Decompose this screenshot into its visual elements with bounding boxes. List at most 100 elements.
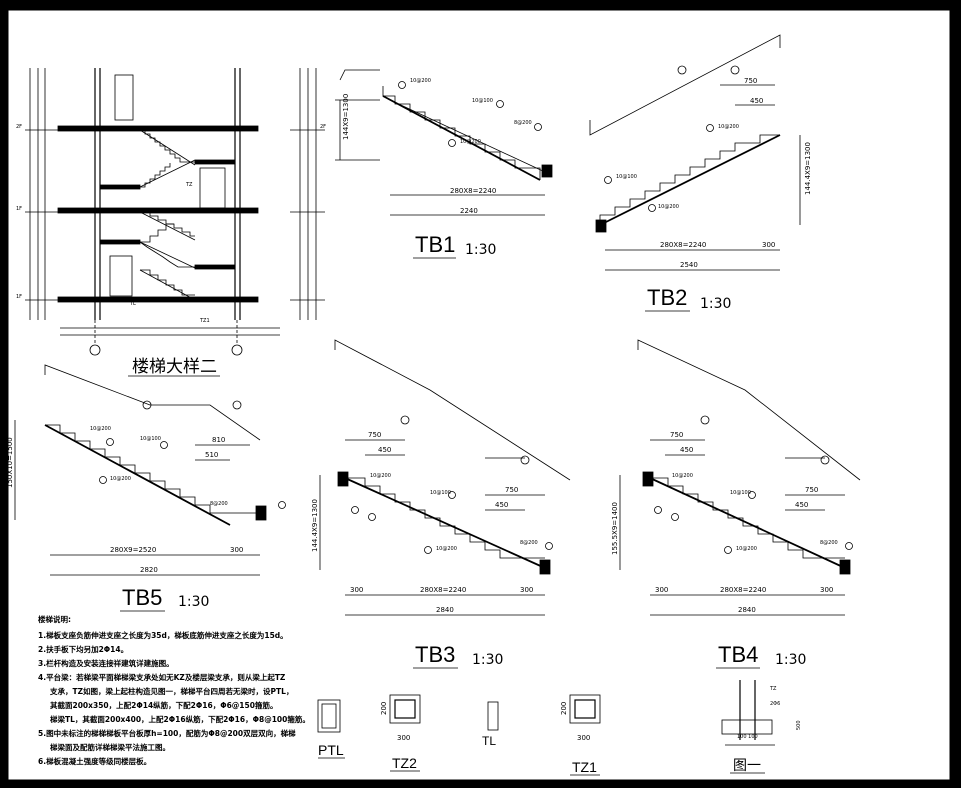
floor-label-1f: 1F xyxy=(16,294,22,300)
tb3-dim-450-b: 450 xyxy=(495,501,508,509)
tb4-dim-750-b: 750 xyxy=(805,486,818,494)
note-6: 6.梯板混凝土强度等级同楼层板。 xyxy=(38,756,151,766)
tb1-height-dim: 144X9=1300 xyxy=(342,94,350,140)
note-4b: 支承，TZ如图，梁上起柱构造见图一，梯梯平台四周若无梁时，设PTL， xyxy=(49,686,293,696)
tb3-rebar-top: 10@200 xyxy=(370,473,391,479)
tb5-dim-510: 510 xyxy=(205,451,218,459)
stair-notes: 楼梯说明: 1.梯板支座负筋伸进支座之长度为35d，梯板底筋伸进支座之长度为15… xyxy=(38,614,310,766)
tb3-run-dim: 280X8=2240 xyxy=(420,586,466,594)
fig1-bar-label: 2Φ6 xyxy=(770,701,780,707)
tb3-detail: 750 450 750 450 144.4X9=1300 300 280X8=2… xyxy=(311,339,571,669)
tb3-total-dim: 2840 xyxy=(436,606,454,614)
floor-label-2f-right: 2F xyxy=(320,124,326,130)
floor-label-2f: 2F xyxy=(16,124,22,130)
tb2-dim-300: 300 xyxy=(762,241,775,249)
section-tl-label: TL xyxy=(129,301,136,307)
tz2-width: 300 xyxy=(397,734,410,742)
tb4-title: TB4 xyxy=(718,642,758,667)
tb2-title: TB2 xyxy=(647,285,687,310)
tz1-height: 200 xyxy=(560,702,568,715)
tb3-dim-750-b: 750 xyxy=(505,486,518,494)
tb4-rebar-end: 8@200 xyxy=(820,540,838,546)
tb3-height-dim: 144.4X9=1300 xyxy=(311,499,319,552)
tb4-dim-300-b: 300 xyxy=(820,586,833,594)
tb4-dim-450-b: 450 xyxy=(795,501,808,509)
tb4-rebar-mid: 10@100 xyxy=(730,490,751,496)
note-4: 4.平台梁：若梯梁平面梯梯梁支承处如无KZ及楼层梁支承，则从梁上起TZ xyxy=(38,672,286,682)
tb2-dim-450: 450 xyxy=(750,97,763,105)
tb1-detail: 144X9=1300 280X8=2240 2240 10@200 10@100… xyxy=(335,69,553,259)
tb2-rebar-left: 10@100 xyxy=(616,174,637,180)
tb1-rebar-mid: 10@100 xyxy=(472,98,493,104)
tb3-dim-750: 750 xyxy=(368,431,381,439)
note-4d: 梯梁TL，其截面200x400，上配2Φ16纵筋，下配2Φ16，Φ8@100箍筋… xyxy=(50,714,310,724)
tb2-height-dim: 144.4X9=1300 xyxy=(804,142,812,195)
tb4-dim-750: 750 xyxy=(670,431,683,439)
tb1-rebar-top: 10@200 xyxy=(410,78,431,84)
tb4-rebar-bottom: 10@200 xyxy=(736,546,757,552)
tb3-rebar-mid: 10@100 xyxy=(430,490,451,496)
tz2-height: 200 xyxy=(380,702,388,715)
tb1-run-dim: 280X8=2240 xyxy=(450,187,496,195)
tb2-detail: 750 450 144.4X9=1300 280X8=2240 300 2540… xyxy=(589,34,812,312)
ptl-label: PTL xyxy=(318,742,344,758)
tb4-dim-300: 300 xyxy=(655,586,668,594)
figure-1-column-detail: TZ 2Φ6 500 100 100 图一 xyxy=(721,680,802,774)
tb1-title: TB1 xyxy=(415,232,455,257)
tb1-scale: 1:30 xyxy=(465,242,496,258)
fig1-tz-label: TZ xyxy=(769,686,777,692)
note-5: 5.图中未标注的梯梯梯板平台板厚h=100，配筋为Φ8@200双层双向，梯梯 xyxy=(38,728,296,738)
tb5-run-dim: 280X9=2520 xyxy=(110,546,156,554)
tb2-run-dim: 280X8=2240 xyxy=(660,241,706,249)
tb2-scale: 1:30 xyxy=(700,296,731,312)
drawing-sheet xyxy=(8,10,950,780)
tb5-rebar-mid: 10@100 xyxy=(140,436,161,442)
tb3-dim-300-b: 300 xyxy=(520,586,533,594)
note-3: 3.栏杆构造及安装连接祥建筑详建施图。 xyxy=(38,658,174,668)
notes-heading: 楼梯说明: xyxy=(38,614,71,624)
fig1-height: 500 xyxy=(796,720,802,730)
tb1-total-dim: 2240 xyxy=(460,207,478,215)
note-4c: 其截面200x350，上配2Φ14纵筋，下配2Φ16，Φ6@150箍筋。 xyxy=(50,700,277,710)
tb5-title: TB5 xyxy=(122,585,162,610)
tb1-rebar-end: 8@200 xyxy=(514,120,532,126)
tb5-rebar-bottom: 10@200 xyxy=(110,476,131,482)
tb2-dim-750: 750 xyxy=(744,77,757,85)
tb1-rebar-bottom: 10@200 xyxy=(460,139,481,145)
tb5-detail: 810 510 150X10=1500 280X9=2520 300 2820 … xyxy=(6,364,286,612)
note-2: 2.扶手板下均另加2Φ14。 xyxy=(38,644,128,654)
tz1-label: TZ1 xyxy=(572,759,597,775)
section-tz1-label: TZ1 xyxy=(199,318,210,324)
note-5b: 梯梁面及配筋详梯梯梁平法施工图。 xyxy=(50,742,170,752)
tb2-rebar-top: 10@200 xyxy=(718,124,739,130)
tb5-rebar-top: 10@200 xyxy=(90,426,111,432)
tz1-width: 300 xyxy=(577,734,590,742)
tb3-dim-450: 450 xyxy=(378,446,391,454)
tz2-label: TZ2 xyxy=(392,755,417,771)
tb4-detail: 750 450 750 450 155.5X9=1400 300 280X8=2… xyxy=(611,339,861,669)
floor-label-1f-mid: 1F xyxy=(16,206,22,212)
tb4-dim-450: 450 xyxy=(680,446,693,454)
section-tz-label: TZ xyxy=(185,182,193,188)
fig1-width: 100 100 xyxy=(737,734,758,740)
tb5-scale: 1:30 xyxy=(178,594,209,610)
tb2-total-dim: 2540 xyxy=(680,261,698,269)
section-title: 楼梯大样二 xyxy=(132,357,217,377)
tb4-rebar-top: 10@200 xyxy=(672,473,693,479)
tb3-scale: 1:30 xyxy=(472,652,503,668)
beam-sections: PTL 300 200 TZ2 TL 300 200 TZ1 xyxy=(317,694,601,776)
tb4-height-dim: 155.5X9=1400 xyxy=(611,502,619,555)
tl-label: TL xyxy=(482,734,496,748)
tb5-rebar-end: 8@200 xyxy=(210,501,228,507)
tb3-rebar-end: 8@200 xyxy=(520,540,538,546)
tb5-dim-810: 810 xyxy=(212,436,225,444)
tb4-run-dim: 280X8=2240 xyxy=(720,586,766,594)
tb4-total-dim: 2840 xyxy=(738,606,756,614)
tb3-dim-300: 300 xyxy=(350,586,363,594)
tb3-title: TB3 xyxy=(415,642,455,667)
tb3-rebar-bottom: 10@200 xyxy=(436,546,457,552)
fig1-title: 图一 xyxy=(733,758,761,774)
tb4-scale: 1:30 xyxy=(775,652,806,668)
